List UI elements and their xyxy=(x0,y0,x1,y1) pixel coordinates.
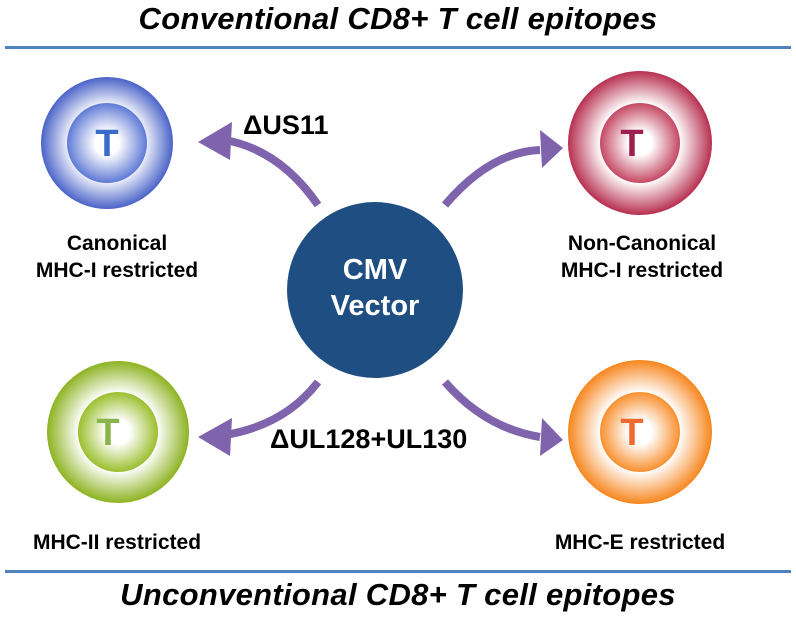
t-glyph-mhc-ii: T xyxy=(96,412,119,454)
label-non-canonical-line2: MHC-I restricted xyxy=(560,259,724,282)
cmv-line2: Vector xyxy=(330,290,420,322)
top-divider xyxy=(5,46,791,49)
t-glyph-canonical: T xyxy=(95,123,118,165)
cell-canonical xyxy=(41,77,173,209)
arrow-label-top: ΔUS11 xyxy=(243,110,329,140)
cmv-vector-label: CMV Vector xyxy=(287,252,463,324)
label-canonical-line1: Canonical xyxy=(66,232,168,255)
label-canonical-line2: MHC-I restricted xyxy=(35,259,199,282)
label-mhc-e: MHC-E restricted xyxy=(554,531,726,554)
t-glyph-non-canonical: T xyxy=(620,123,643,165)
cell-non-canonical xyxy=(568,71,712,215)
arrow-to-mhc-e xyxy=(441,379,563,456)
cmv-vector-node xyxy=(287,202,463,378)
cmv-line1: CMV xyxy=(342,254,408,286)
header-title: Conventional CD8+ T cell epitopes xyxy=(138,1,658,36)
label-canonical: Canonical MHC-I restricted xyxy=(7,230,227,284)
label-non-canonical: Non-Canonical MHC-I restricted xyxy=(532,230,752,284)
label-non-canonical-line1: Non-Canonical xyxy=(567,232,717,255)
t-glyph-mhc-e: T xyxy=(620,412,643,454)
arrow-to-non-canonical xyxy=(441,130,563,208)
arrow-label-bottom: ΔUL128+UL130 xyxy=(270,424,468,454)
cell-mhc-ii xyxy=(47,361,189,503)
cell-mhc-e xyxy=(568,360,712,504)
arrow-to-canonical xyxy=(198,122,322,208)
arrow-to-mhc-ii xyxy=(198,379,322,456)
label-mhc-ii: MHC-II restricted xyxy=(32,531,202,554)
bottom-divider xyxy=(5,570,791,573)
footer-title: Unconventional CD8+ T cell epitopes xyxy=(120,577,676,612)
